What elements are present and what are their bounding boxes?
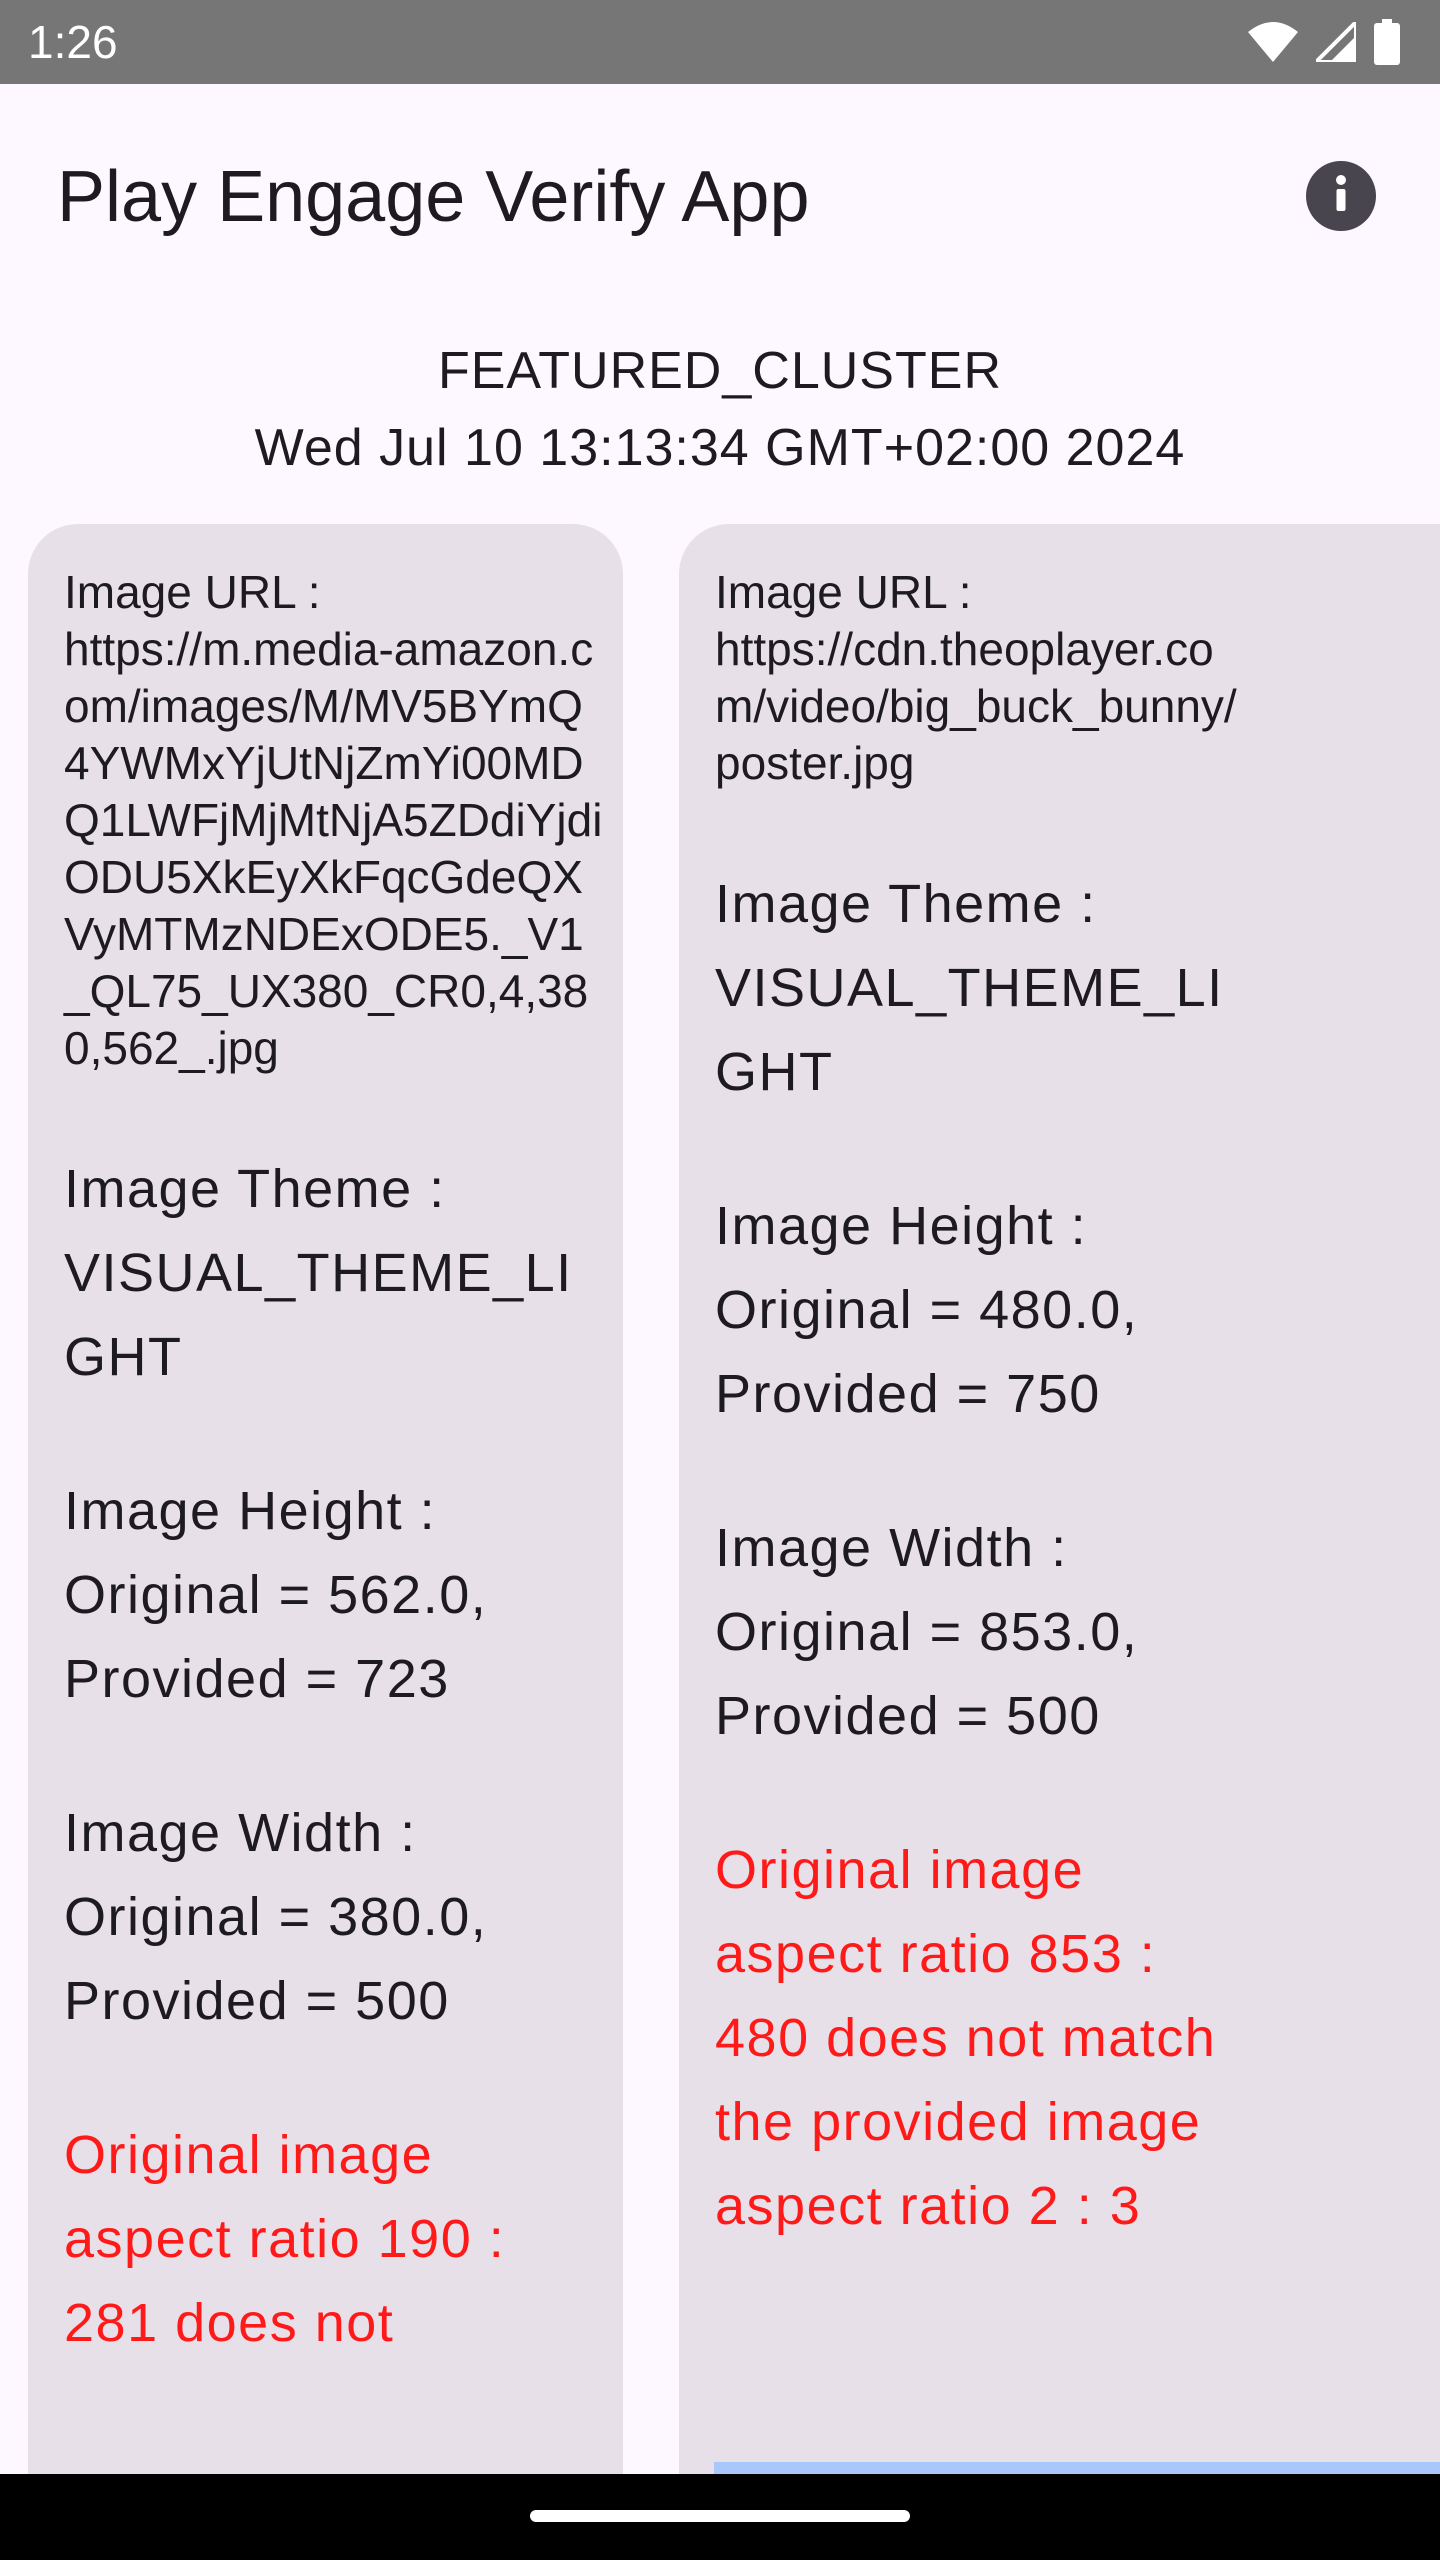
info-button[interactable] — [1306, 161, 1376, 231]
image-height-provided: Provided = 723 — [64, 1649, 450, 1709]
image-theme-block: Image Theme : VISUAL_THEME_LIGHT — [64, 1147, 604, 1399]
image-url-label: Image URL : — [64, 566, 321, 618]
image-theme-label: Image Theme : — [715, 874, 1097, 934]
image-height-original: Original = 480.0, — [715, 1280, 1139, 1340]
cluster-name: FEATURED_CLUSTER — [437, 342, 1002, 400]
cluster-date: Wed Jul 10 13:13:34 GMT+02:00 2024 — [254, 419, 1186, 477]
image-width-original: Original = 380.0, — [64, 1887, 488, 1947]
home-gesture-handle[interactable] — [530, 2510, 910, 2522]
app-title: Play Engage Verify App — [57, 157, 810, 237]
cluster-header: FEATURED_CLUSTER Wed Jul 10 13:13:34 GMT… — [0, 336, 1440, 490]
image-url-block: Image URL : https://m.media-amazon.com/i… — [64, 564, 604, 1077]
image-url-label: Image URL : — [715, 566, 972, 618]
aspect-ratio-error: Original image aspect ratio 190 : 281 do… — [64, 2125, 506, 2353]
image-width-provided: Provided = 500 — [64, 1971, 450, 2031]
aspect-ratio-error: Original image aspect ratio 853 : 480 do… — [715, 1840, 1217, 2236]
status-bar: 1:26 — [0, 0, 1440, 84]
image-url-value: https://m.media-amazon.com/images/M/MV5B… — [64, 623, 603, 1074]
image-height-block: Image Height : Original = 480.0, Provide… — [715, 1184, 1255, 1436]
image-width-provided: Provided = 500 — [715, 1686, 1101, 1746]
image-width-label: Image Width : — [64, 1803, 417, 1863]
image-card-1: Image URL : https://m.media-amazon.com/i… — [28, 524, 623, 2560]
status-icons — [1248, 18, 1400, 66]
battery-icon — [1374, 19, 1400, 65]
cellular-signal-icon — [1316, 22, 1356, 62]
image-width-block: Image Width : Original = 380.0, Provided… — [64, 1791, 604, 2043]
image-width-original: Original = 853.0, — [715, 1602, 1139, 1662]
image-theme-block: Image Theme : VISUAL_THEME_LIGHT — [715, 862, 1255, 1114]
image-theme-label: Image Theme : — [64, 1159, 446, 1219]
image-height-provided: Provided = 750 — [715, 1364, 1101, 1424]
image-theme-value: VISUAL_THEME_LIGHT — [64, 1243, 573, 1387]
navigation-bar — [0, 2474, 1440, 2560]
wifi-icon — [1248, 22, 1298, 62]
image-theme-value: VISUAL_THEME_LIGHT — [715, 958, 1224, 1102]
info-icon — [1306, 159, 1376, 234]
image-height-label: Image Height : — [715, 1196, 1088, 1256]
image-width-label: Image Width : — [715, 1518, 1068, 1578]
image-card-2: Image URL : https://cdn.theoplayer.com/v… — [679, 524, 1440, 2560]
image-height-label: Image Height : — [64, 1481, 437, 1541]
app-bar: Play Engage Verify App — [0, 84, 1440, 308]
image-url-value: https://cdn.theoplayer.com/video/big_buc… — [715, 623, 1237, 789]
image-url-block: Image URL : https://cdn.theoplayer.com/v… — [715, 564, 1255, 792]
image-preview-edge — [714, 2462, 1440, 2474]
image-width-block: Image Width : Original = 853.0, Provided… — [715, 1506, 1255, 1758]
status-time: 1:26 — [28, 16, 118, 68]
image-height-block: Image Height : Original = 562.0, Provide… — [64, 1469, 604, 1721]
image-height-original: Original = 562.0, — [64, 1565, 488, 1625]
